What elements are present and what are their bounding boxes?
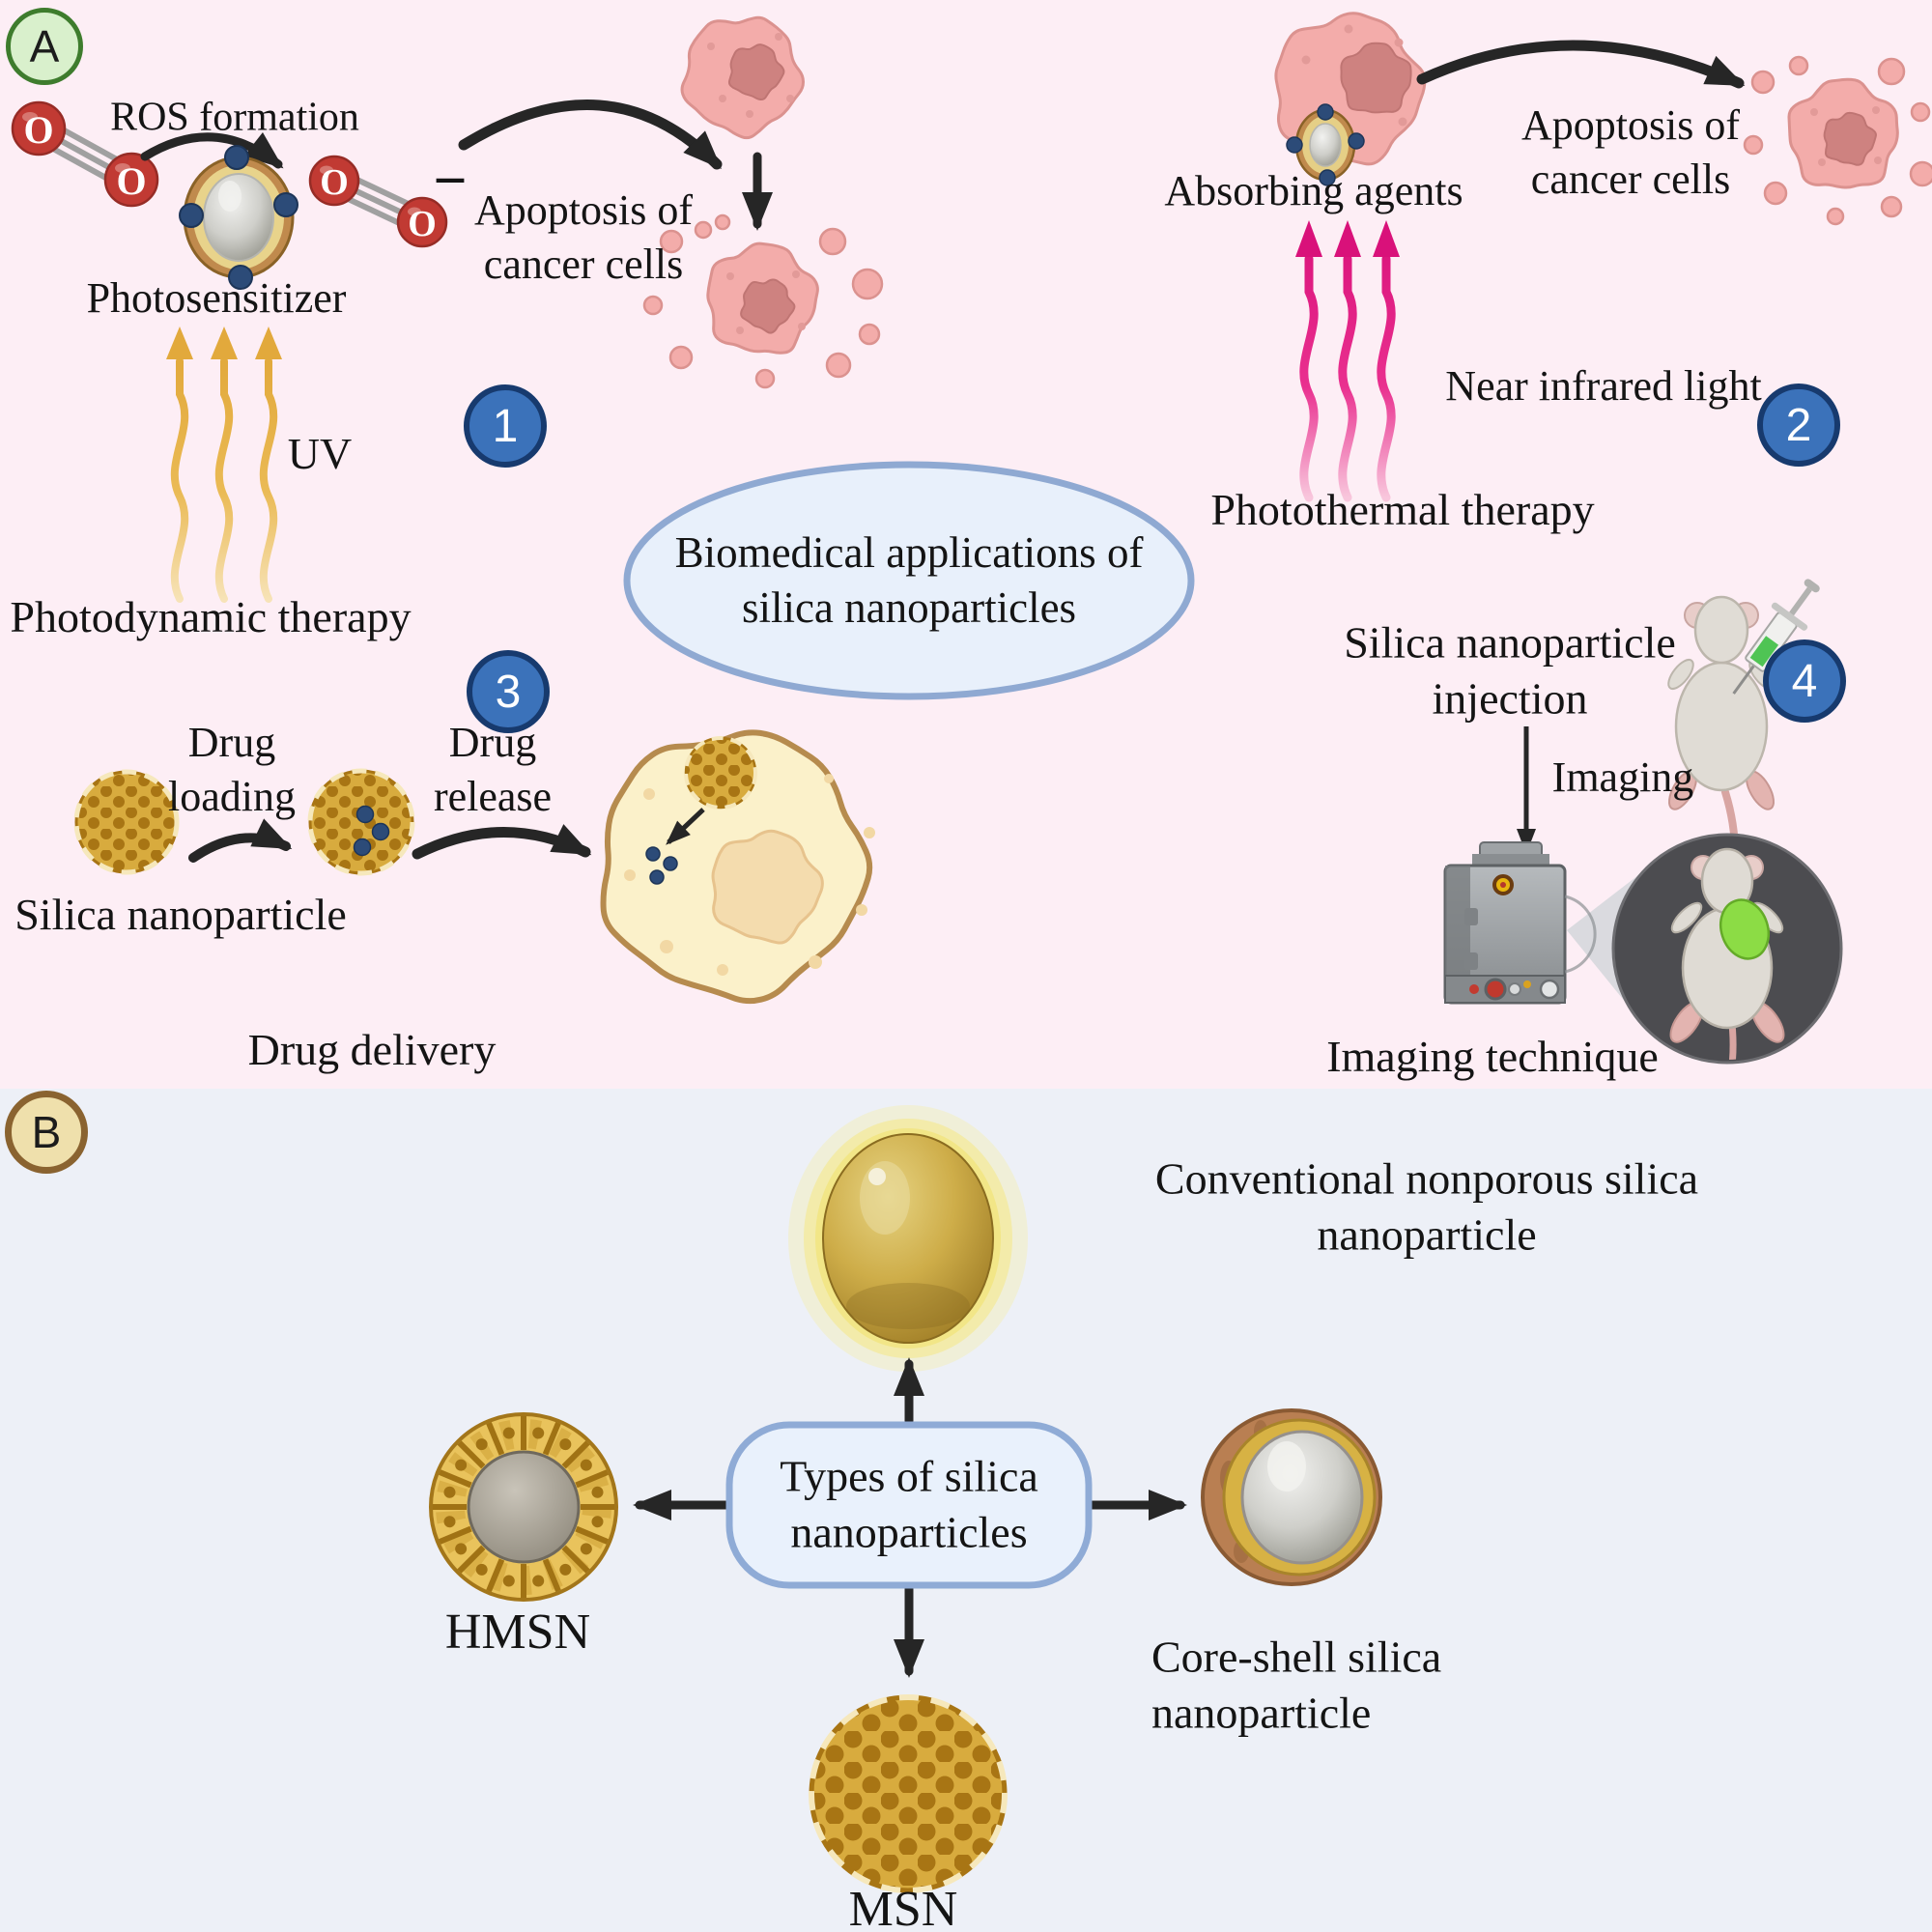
center-ellipse-label: Biomedical applications of silica nanopa… [674, 527, 1144, 632]
drug-loading-label: Drug loading [168, 719, 296, 820]
types-arrows [633, 1357, 1187, 1678]
drug-release-arrow [412, 824, 592, 860]
imaging-technique-title: Imaging technique [1326, 1031, 1659, 1081]
internalized-nanoparticle-icon [684, 736, 757, 810]
uv-arrows-icon [166, 327, 282, 603]
nir-label: Near infrared light [1445, 362, 1762, 411]
hmsn-icon [429, 1412, 618, 1602]
msn-icon [809, 1694, 1008, 1893]
types-box-label: Types of silica nanoparticles [780, 1451, 1038, 1557]
center-ellipse [623, 461, 1195, 700]
photodynamic-title: Photodynamic therapy [10, 591, 412, 641]
oxygen-molecule-2: O O [308, 155, 448, 248]
mouse-icon [1667, 595, 1776, 945]
conventional-nanoparticle-icon [788, 1105, 1028, 1372]
apoptotic-cell-icon-left [642, 213, 884, 389]
ros-formation-label: ROS formation [110, 95, 359, 140]
core-shell-icon [1201, 1408, 1382, 1586]
apoptotic-cell-icon-right [1743, 55, 1932, 226]
oxygen-label: O [320, 162, 349, 203]
imaging-view-icon [1611, 833, 1843, 1065]
oxygen-label: O [408, 204, 437, 244]
apoptosis-arc-arrow-right [1416, 40, 1746, 89]
silica-nanoparticle-label: Silica nanoparticle [14, 889, 347, 939]
photosensitizer-icon [179, 145, 298, 290]
apoptosis-label-left: Apoptosis of cancer cells [473, 186, 694, 288]
drug-release-label: Drug release [433, 719, 553, 820]
panel-a-badge: A [6, 8, 83, 85]
released-drug-dots [645, 846, 678, 885]
absorbing-agents-label: Absorbing agents [1164, 167, 1463, 215]
step-1-badge: 1 [464, 384, 547, 468]
conventional-label: Conventional nonporous silica nanopartic… [1154, 1153, 1699, 1260]
uv-label: UV [287, 428, 353, 478]
step-3-badge: 3 [467, 650, 550, 733]
superoxide-charge-label: − [433, 148, 468, 214]
imaging-device-icon [1443, 841, 1597, 1005]
apoptosis-label-right: Apoptosis of cancer cells [1520, 101, 1741, 203]
photothermal-title: Photothermal therapy [1210, 484, 1595, 534]
oxygen-label: O [116, 159, 146, 203]
types-box [725, 1421, 1093, 1589]
oxygen-label: O [23, 108, 53, 152]
syringe-icon [1732, 579, 1820, 695]
step-2-badge: 2 [1757, 384, 1840, 467]
hmsn-label: HMSN [444, 1604, 591, 1660]
msn-label: MSN [848, 1881, 958, 1932]
apoptosis-arc-arrow-left [458, 99, 723, 170]
cancer-cell-icon-left [680, 15, 806, 140]
injection-label: Silica nanoparticle injection [1344, 617, 1676, 724]
silica-nanoparticle-icon [73, 769, 180, 875]
release-inside-arrow [666, 808, 705, 845]
core-shell-label: Core-shell silica nanoparticle [1151, 1632, 1442, 1738]
panel-b-badge: B [5, 1091, 88, 1174]
tumor-signal [1719, 898, 1771, 960]
imaging-label: Imaging [1551, 753, 1694, 802]
photosensitizer-label: Photosensitizer [86, 274, 347, 323]
nir-arrows-icon [1295, 220, 1400, 502]
step-4-badge: 4 [1763, 639, 1846, 723]
absorbing-agent-nanoparticle-icon [1286, 103, 1365, 186]
oxygen-molecule-1: O O [11, 100, 159, 208]
ros-formation-arrow [140, 132, 284, 169]
drug-delivery-title: Drug delivery [247, 1024, 497, 1074]
target-cell-icon [600, 729, 875, 1005]
cancer-cell-icon-right [1274, 12, 1427, 186]
drug-loaded-nanoparticle-icon [307, 768, 415, 876]
drug-loading-arrow [188, 818, 293, 863]
